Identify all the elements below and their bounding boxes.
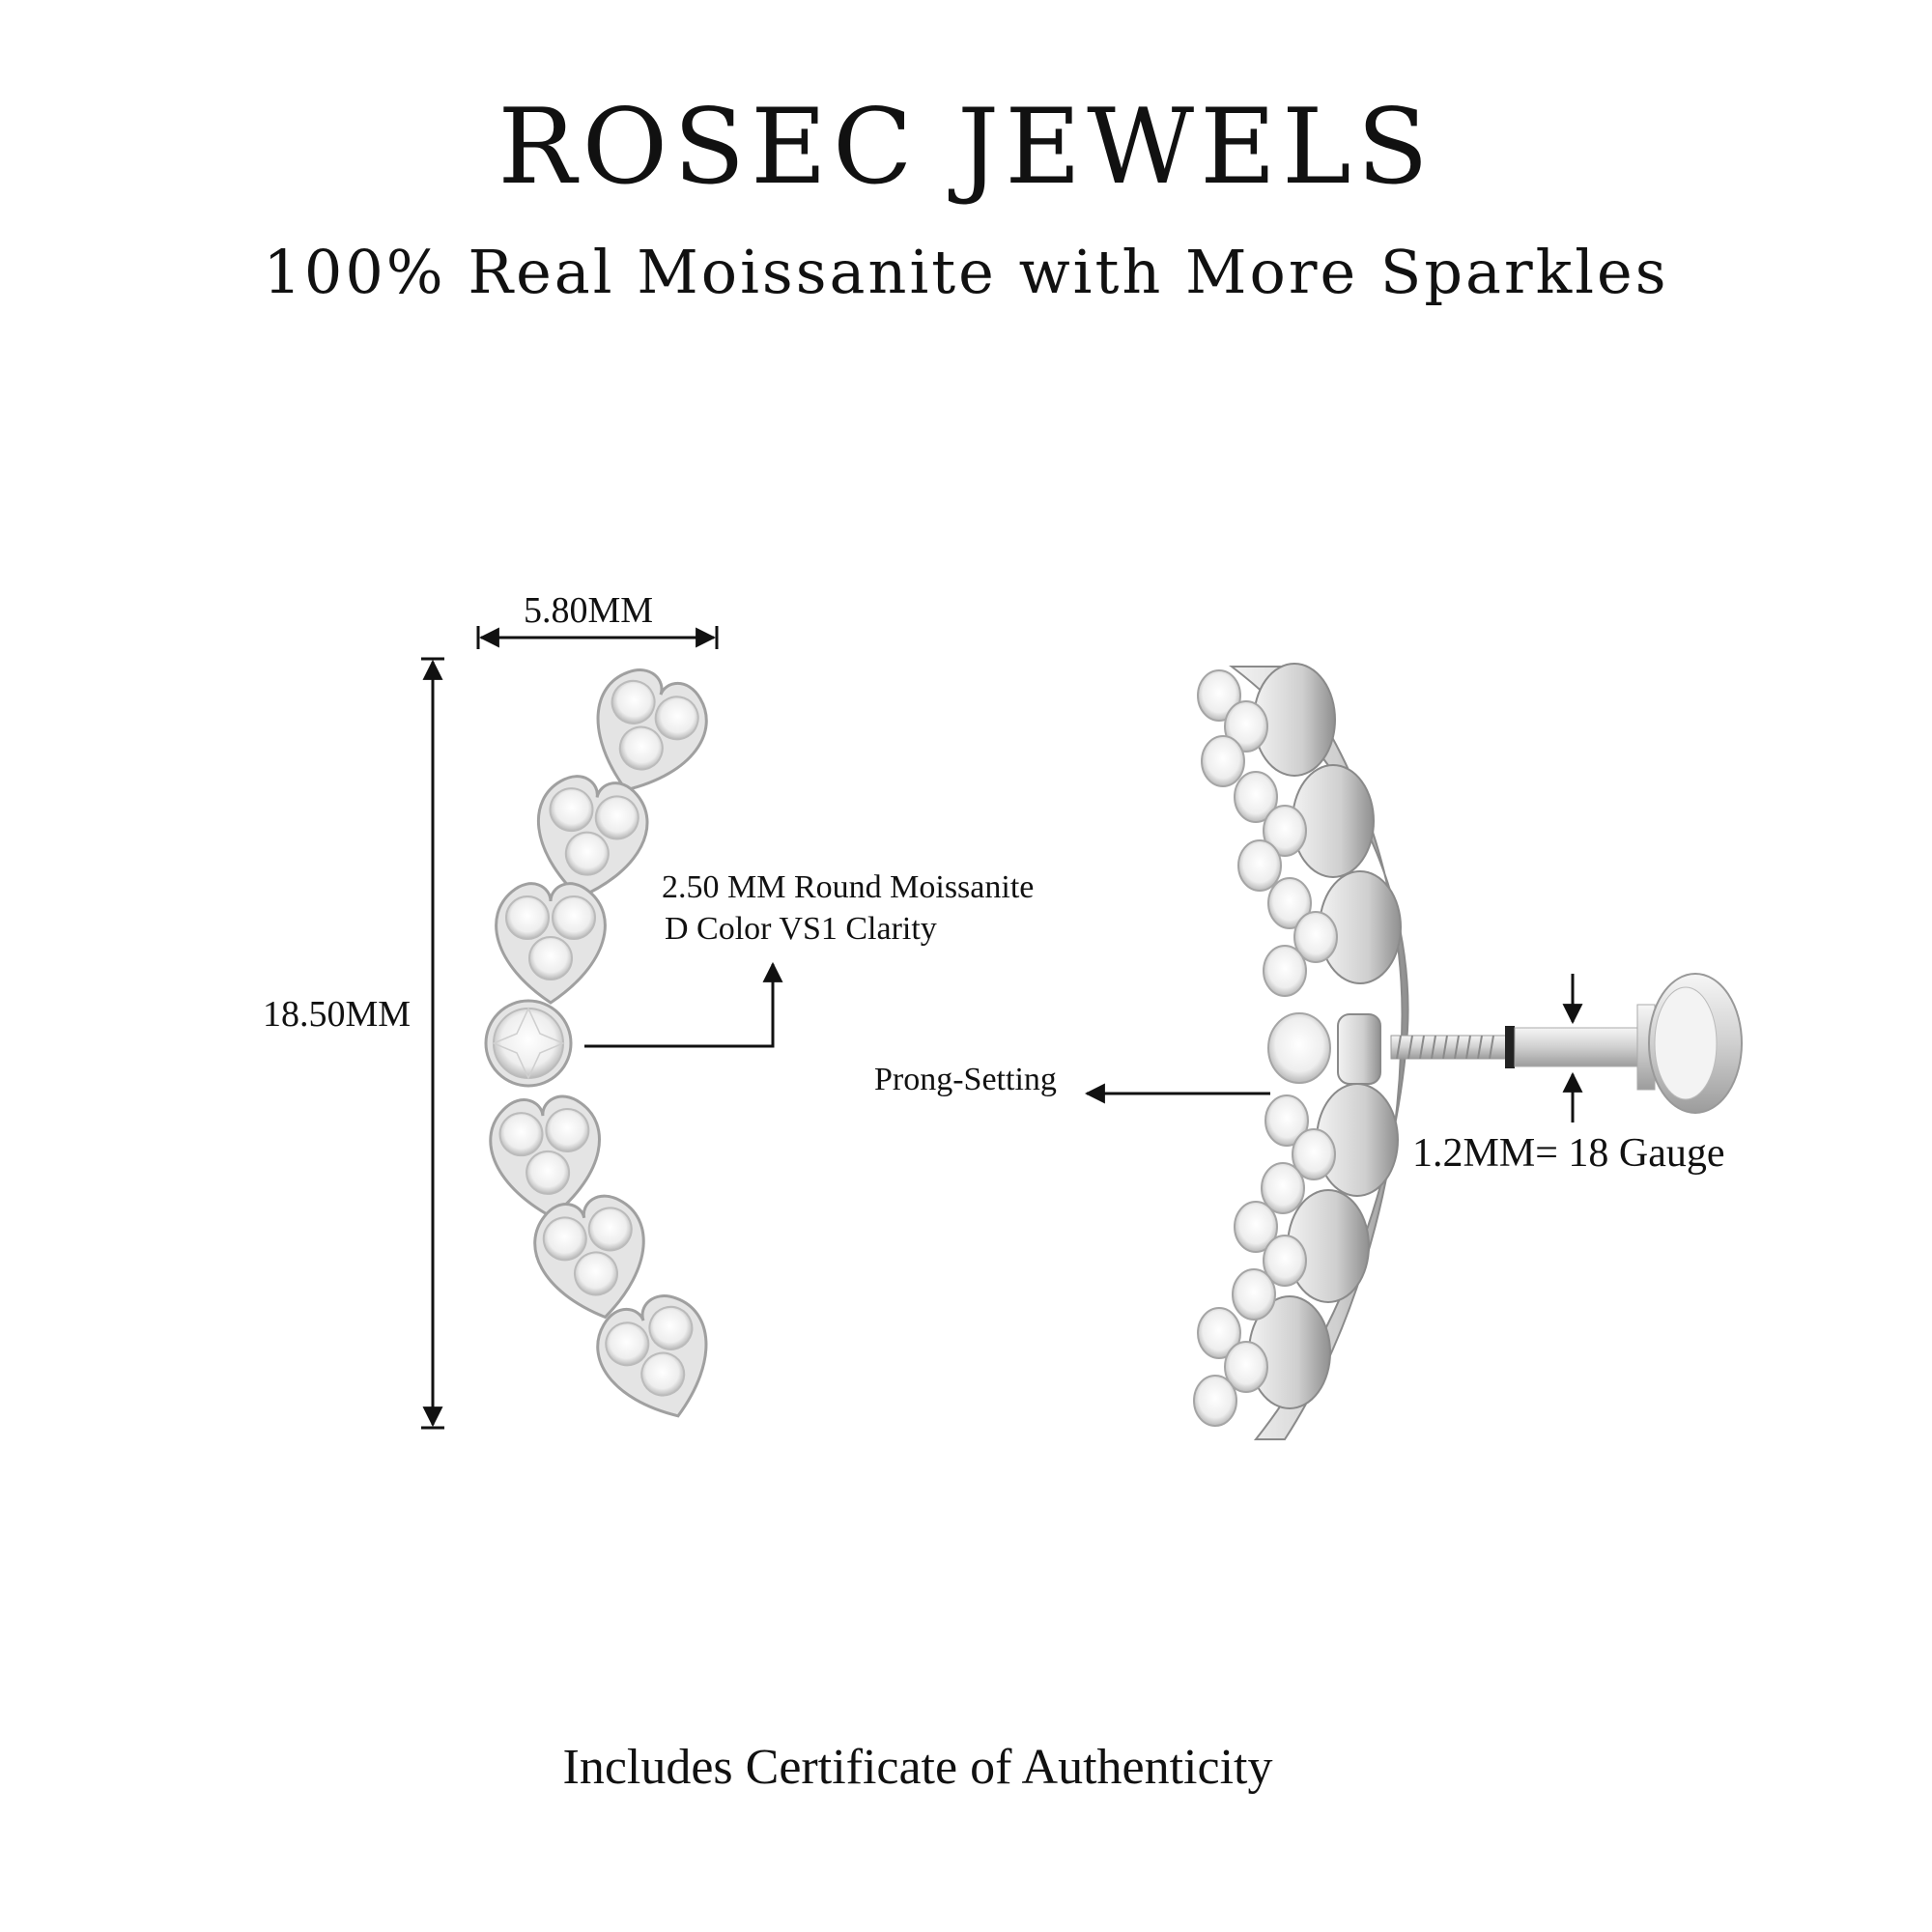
- height-dimension: [421, 657, 444, 1430]
- side-earring: [1193, 663, 1743, 1440]
- height-label: 18.50MM: [263, 994, 412, 1035]
- gauge-label: 1.2MM= 18 Gauge: [1412, 1131, 1725, 1176]
- brand-title: ROSEC JEWELS: [497, 87, 1435, 208]
- tagline: 100% Real Moissanite with More Sparkles: [263, 237, 1669, 307]
- center-stone: [484, 999, 573, 1088]
- heart-cluster: [489, 1094, 601, 1219]
- stone-spec-line-2: D Color VS1 Clarity: [665, 911, 937, 947]
- threaded-post: [1390, 973, 1743, 1114]
- heart-cluster: [596, 668, 708, 792]
- width-dimension: [476, 626, 719, 649]
- front-earring: [484, 668, 708, 1418]
- stone-spec-line-1: 2.50 MM Round Moissanite: [662, 869, 1035, 905]
- heart-cluster: [495, 882, 607, 1005]
- heart-cluster: [596, 1294, 708, 1418]
- heart-cluster: [533, 1194, 645, 1320]
- width-label: 5.80MM: [524, 590, 654, 631]
- stone-callout-leader: [584, 961, 783, 1048]
- heart-cluster: [536, 775, 649, 899]
- prong-setting-label: Prong-Setting: [874, 1062, 1057, 1097]
- certificate-note: Includes Certificate of Authenticity: [562, 1740, 1273, 1795]
